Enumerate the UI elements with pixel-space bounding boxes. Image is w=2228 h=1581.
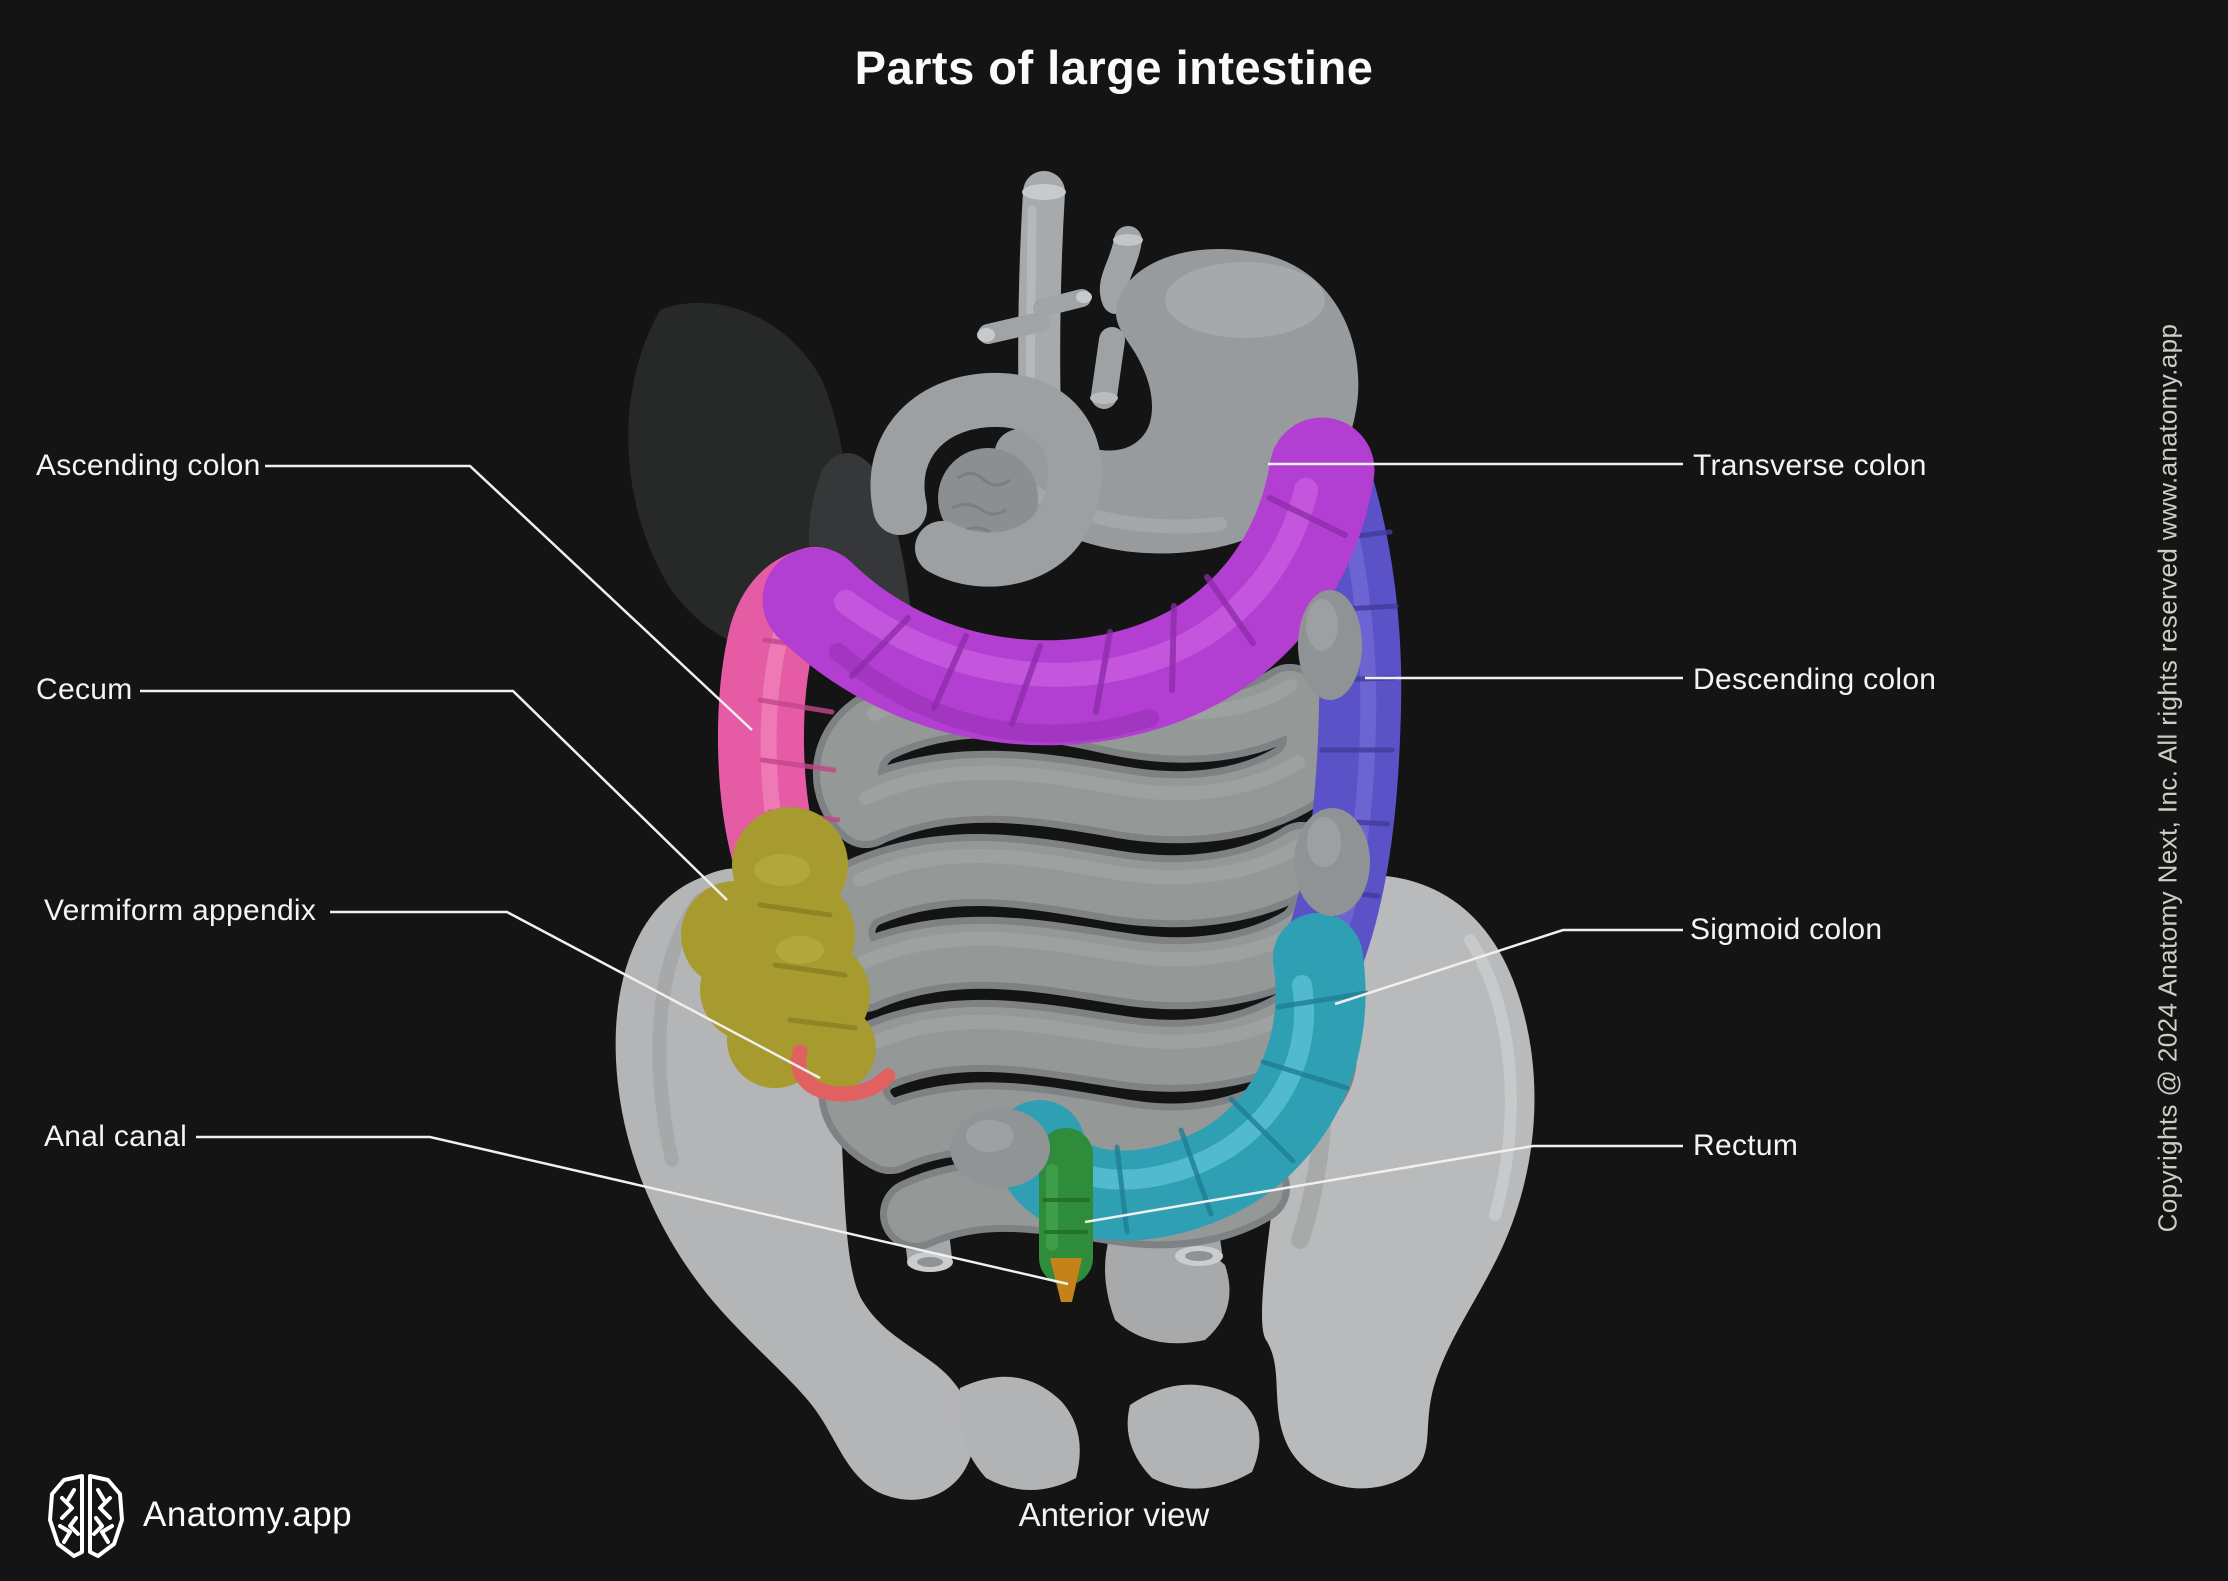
left-pubic-bone	[958, 1376, 1080, 1490]
leader-ascending-colon	[265, 464, 753, 731]
vermiform-appendix-segment	[791, 1044, 896, 1102]
aorta-branch-right	[1033, 289, 1091, 317]
left-hip-bone	[615, 868, 974, 1500]
page-title: Parts of large intestine	[854, 41, 1374, 94]
label-cecum: Cecum	[36, 673, 133, 706]
leader-lines	[140, 462, 1683, 1286]
leader-rectum	[1084, 1144, 1683, 1224]
duodenum-loop	[870, 372, 1102, 587]
portal-vein-stub	[1091, 327, 1125, 409]
label-transverse-colon: Transverse colon	[1693, 449, 1927, 482]
label-vermiform-appendix: Vermiform appendix	[44, 894, 317, 927]
leader-cecum	[140, 689, 728, 901]
brain-logo-icon	[48, 1474, 124, 1558]
label-anal-canal: Anal canal	[44, 1120, 188, 1153]
leader-vermiform-appendix	[330, 910, 821, 1080]
cecum-segment	[681, 807, 876, 1092]
leader-sigmoid-colon	[1334, 928, 1683, 1006]
copyright-text: Copyrights @ 2024 Anatomy Next, Inc. All…	[2152, 323, 2183, 1233]
label-ascending-colon: Ascending colon	[36, 449, 261, 482]
esophagus	[1099, 226, 1142, 314]
aorta-branch-left	[978, 312, 1050, 344]
label-descending-colon: Descending colon	[1693, 663, 1937, 696]
right-pubic-bone	[1127, 1384, 1260, 1489]
overlapping-coils	[950, 590, 1370, 1188]
anal-canal-segment	[1050, 1258, 1082, 1302]
brand-name: Anatomy.app	[143, 1495, 353, 1534]
label-sigmoid-colon: Sigmoid colon	[1690, 913, 1883, 946]
label-rectum: Rectum	[1693, 1129, 1799, 1162]
view-caption: Anterior view	[1018, 1496, 1210, 1533]
leader-anal-canal	[196, 1135, 1069, 1286]
